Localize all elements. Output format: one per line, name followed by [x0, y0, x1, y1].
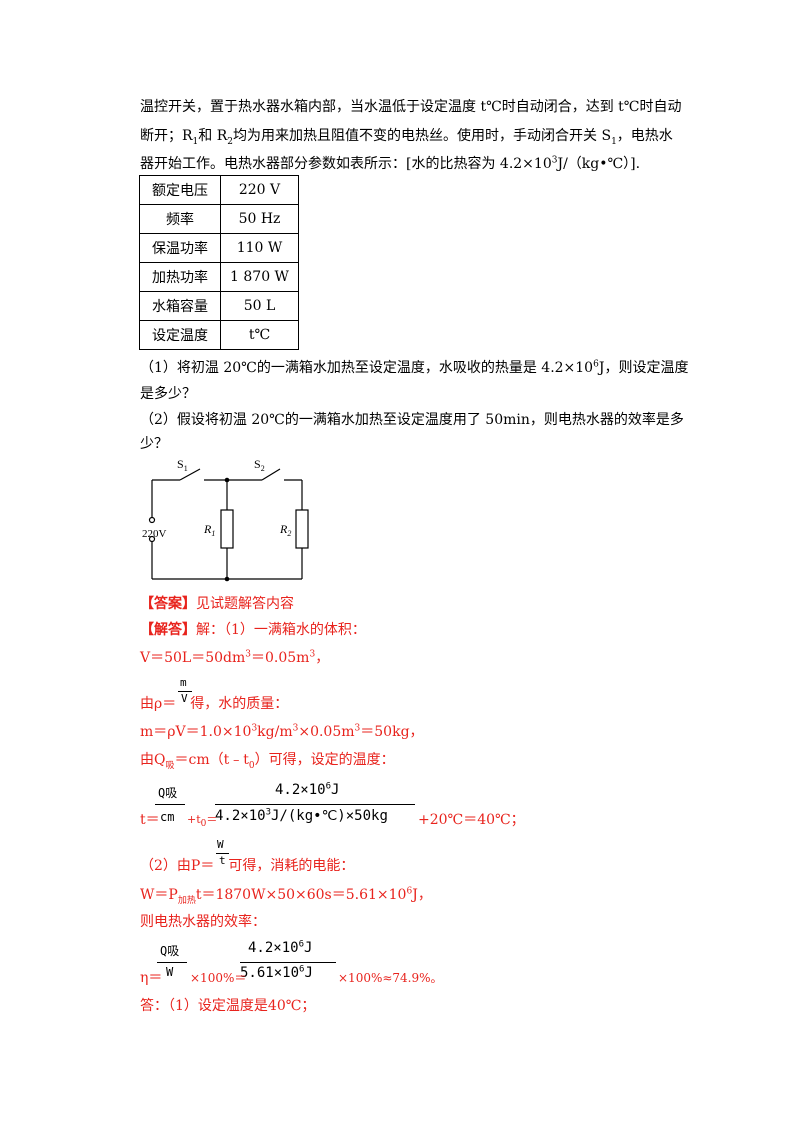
table-key: 水箱容量: [139, 291, 221, 321]
solution-line-10-tail: ×100%≈74.9%。: [338, 971, 443, 985]
resistor-r2: [295, 509, 309, 549]
intro-line-2: 断开；R1和 R2均为用来加热且阻值不变的电热丝。使用时，手动闭合开关 S1，电…: [140, 128, 673, 147]
solution-line-6: t＝: [140, 812, 160, 828]
table-key: 保温功率: [139, 233, 221, 263]
solution-line-4: m＝ρV＝1.0×103kg/m3×0.05m3＝50kg，: [140, 723, 424, 740]
label-s1: S1: [177, 457, 188, 473]
solution-line-7: （2）由P＝可得，消耗的电能：: [140, 858, 355, 874]
solution-line-6-tail: +20℃＝40℃；: [418, 812, 525, 828]
label-voltage: 220V: [142, 528, 167, 540]
solution-line-2: V＝50L＝50dm3＝0.05m3，: [140, 649, 330, 666]
table-value: 50 Hz: [220, 204, 299, 234]
solution-line-10-mid: ×100%＝: [190, 971, 247, 985]
solution-line-1: 【解答】解：（1）一满箱水的体积：: [140, 622, 366, 638]
solution-line-9: 则电热水器的效率：: [140, 914, 266, 930]
table-value: 1 870 W: [220, 262, 299, 292]
solution-line-5: 由Q吸＝cm（t﹣t0）可得，设定的温度：: [140, 752, 395, 771]
table-value: 110 W: [220, 233, 299, 263]
question-2: （2）假设将初温 20℃的一满箱水加热至设定温度用了 50min，则电热水器的效…: [140, 412, 684, 428]
question-1: （1）将初温 20℃的一满箱水加热至设定温度，水吸收的热量是 4.2×106J，…: [140, 359, 689, 376]
intro-line-3: 器开始工作。电热水器部分参数如表所示：[水的比热容为 4.2×103J/（kg•…: [140, 155, 641, 172]
label-s2: S2: [254, 457, 265, 473]
solution-line-6-mid: +t0＝: [187, 813, 218, 830]
table-value: 220 V: [220, 175, 299, 205]
label-r2: R2: [279, 522, 291, 538]
table-value: 50 L: [220, 291, 299, 321]
table-key: 额定电压: [139, 175, 221, 205]
solution-line-10: η＝: [140, 970, 163, 986]
solution-line-8: W＝P加热t＝1870W×50×60s＝5.61×106J，: [140, 886, 432, 906]
table-key: 加热功率: [139, 262, 221, 292]
label-r1: R1: [203, 522, 215, 538]
table-key: 设定温度: [139, 320, 221, 350]
intro-line-1: 温控开关，置于热水器水箱内部，当水温低于设定温度 t℃时自动闭合，达到 t℃时自…: [140, 99, 682, 115]
question-1-cont: 是多少？: [140, 386, 196, 402]
question-2-cont: 少？: [140, 436, 168, 452]
solution-line-3: 由ρ＝得，水的质量：: [140, 696, 289, 712]
answer-line: 【答案】见试题解答内容: [140, 596, 294, 612]
table-key: 频率: [139, 204, 221, 234]
table-value: t℃: [220, 320, 299, 350]
resistor-r1: [220, 509, 234, 549]
circuit-diagram: S1 S2 220V R1 R2: [142, 457, 309, 582]
solution-line-11: 答：（1）设定温度是40℃；: [140, 998, 316, 1014]
